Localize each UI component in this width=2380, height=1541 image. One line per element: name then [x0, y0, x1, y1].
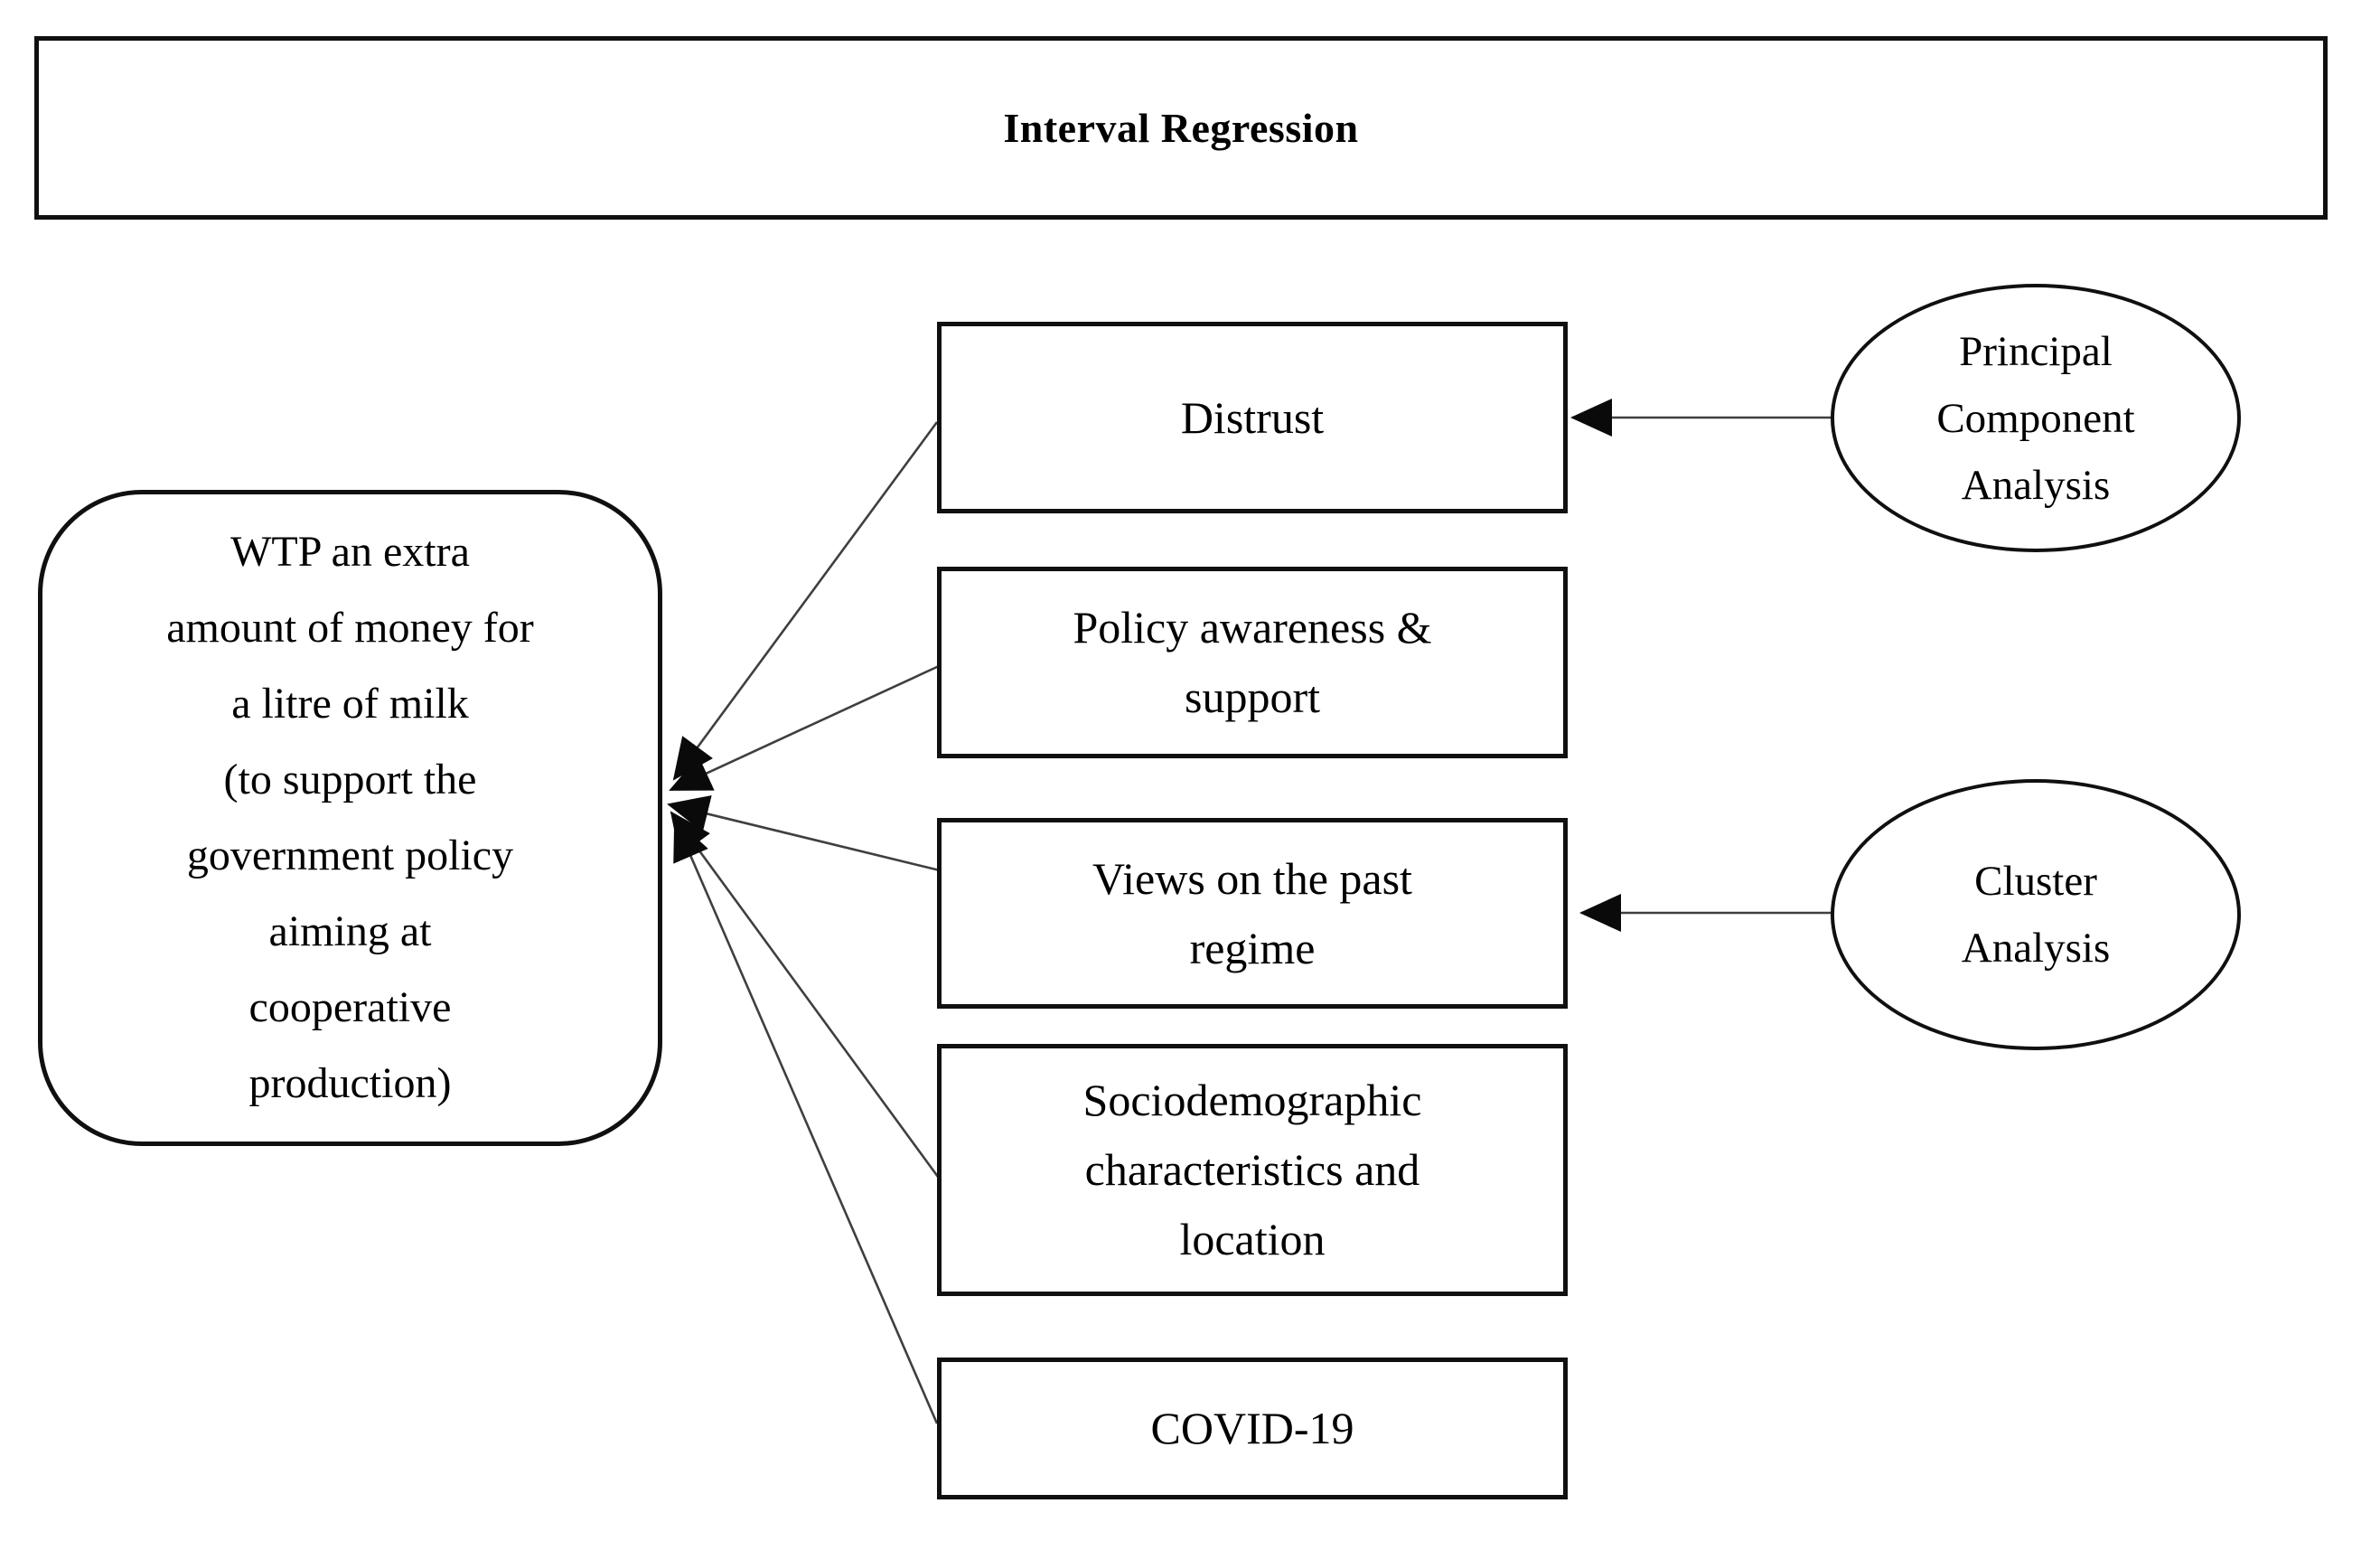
predictor-label: Policy awareness & support: [1073, 602, 1432, 722]
method-ellipse-pca: Principal Component Analysis: [1831, 284, 2241, 552]
predictor-box-distrust: Distrust: [937, 322, 1568, 513]
predictor-box-policy-awareness: Policy awareness & support: [937, 567, 1568, 758]
diagram-title: Interval Regression: [1003, 105, 1359, 151]
predictor-box-sociodemographic: Sociodemographic characteristics and loc…: [937, 1044, 1568, 1296]
predictor-label: Sociodemographic characteristics and loc…: [1082, 1075, 1422, 1264]
predictor-label: COVID-19: [1150, 1403, 1354, 1453]
predictor-box-views-past-regime: Views on the past regime: [937, 818, 1568, 1009]
method-ellipse-cluster-analysis: Cluster Analysis: [1831, 779, 2241, 1050]
method-label: Principal Component Analysis: [1936, 327, 2135, 509]
outcome-box-wtp: WTP an extra amount of money for a litre…: [38, 490, 662, 1146]
arrow-distrust-to-wtp: [672, 421, 939, 781]
arrow-policy-awareness-to-wtp: [669, 664, 940, 792]
arrow-sociodemographic-to-wtp: [670, 811, 940, 1178]
arrow-views-past-regime-to-wtp: [667, 794, 941, 872]
predictor-label: Views on the past regime: [1092, 852, 1412, 973]
arrow-covid-19-to-wtp: [673, 818, 939, 1424]
method-label: Cluster Analysis: [1961, 858, 2111, 972]
predictor-box-covid-19: COVID-19: [937, 1358, 1568, 1499]
banner-box: Interval Regression: [34, 36, 2328, 220]
predictor-label: Distrust: [1180, 391, 1325, 443]
outcome-label: WTP an extra amount of money for a litre…: [166, 528, 534, 1107]
